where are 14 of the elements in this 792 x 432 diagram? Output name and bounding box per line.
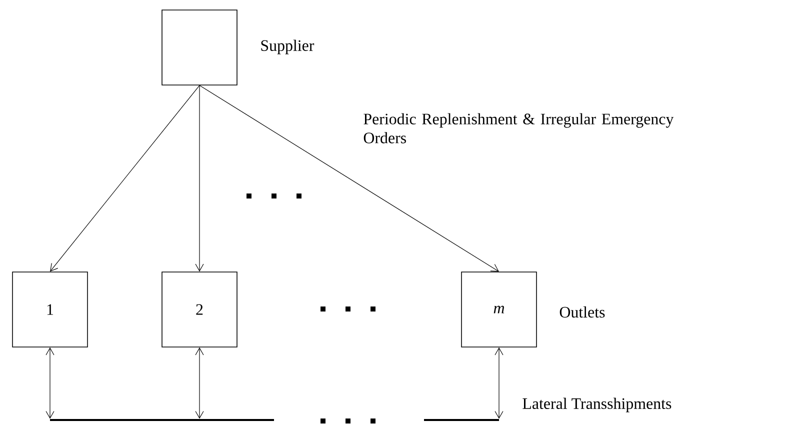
arrow	[46, 347, 54, 419]
arrow	[199, 85, 499, 272]
outlet-box: 1	[12, 272, 88, 348]
outlet-box: m	[461, 272, 537, 348]
node-caption: Supplier	[261, 40, 314, 54]
arrow	[195, 347, 204, 419]
node-caption: Outlets	[560, 306, 605, 318]
supplier-box	[162, 10, 238, 86]
edge-label: Periodic Replenishment & Irregular Emergency Orders	[362, 112, 684, 144]
outlet-box: 2	[162, 272, 238, 348]
arrow	[195, 85, 204, 272]
arrow	[50, 85, 200, 272]
arrow	[494, 347, 504, 419]
node-caption: Lateral Transshipments	[522, 398, 672, 412]
